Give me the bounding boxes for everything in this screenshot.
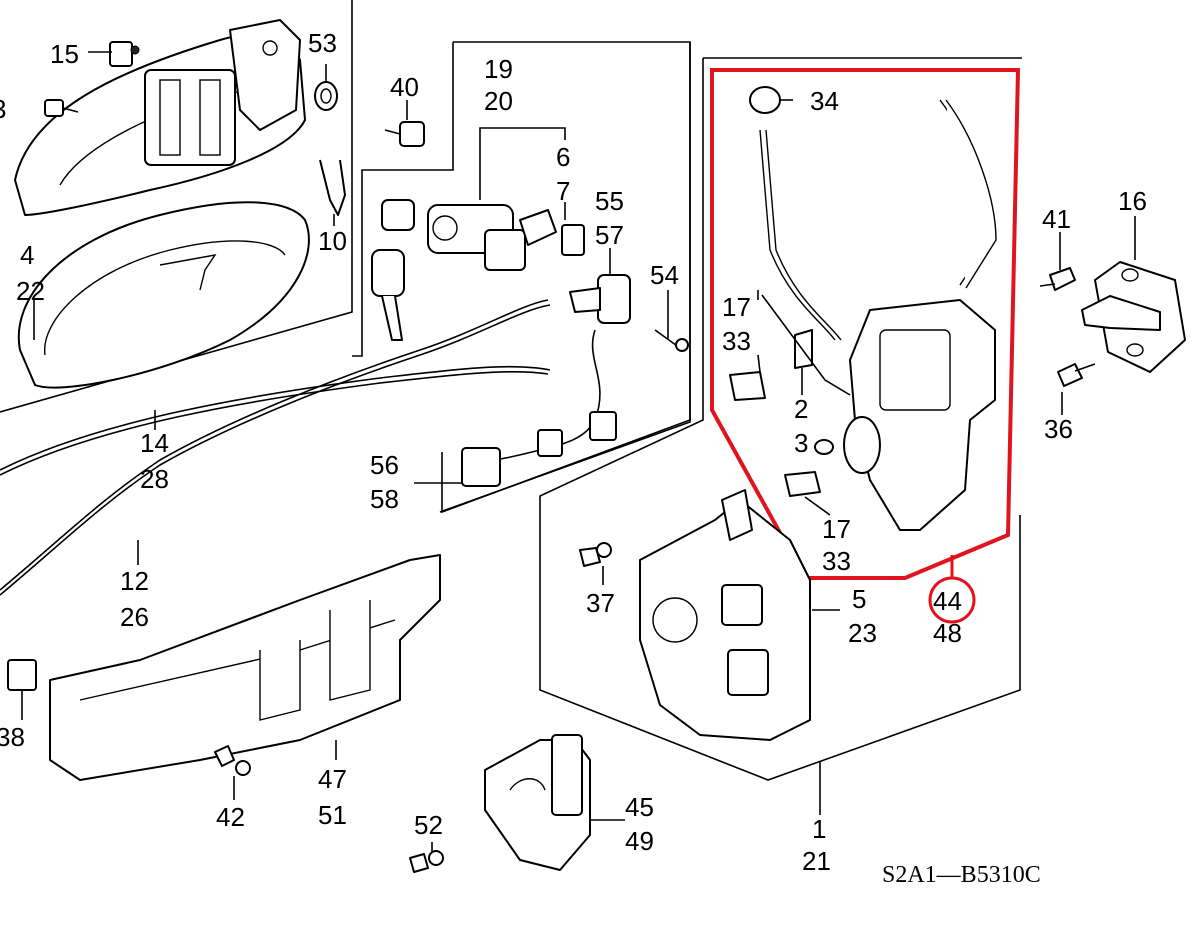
door-lock-actuator — [639, 489, 811, 741]
label-20: 20 — [484, 86, 513, 116]
latch-assembly-frame — [539, 58, 1021, 781]
label-15: 15 — [50, 39, 79, 69]
label-26: 26 — [120, 602, 149, 632]
label-7: 7 — [556, 176, 570, 206]
diagram-code: S2A1—B5310C — [882, 862, 1041, 888]
label-19: 19 — [484, 54, 513, 84]
label-51: 51 — [318, 800, 347, 830]
control-rods — [0, 299, 551, 596]
label-12: 12 — [120, 566, 149, 596]
label-10: 10 — [318, 226, 347, 256]
label-16: 16 — [1118, 186, 1147, 216]
label-22: 22 — [16, 276, 45, 306]
label-2: 2 — [794, 394, 808, 424]
label-28: 28 — [140, 464, 169, 494]
label-58: 58 — [370, 484, 399, 514]
label-17-upper: 17 — [722, 292, 751, 322]
label-37: 37 — [586, 588, 615, 618]
label-40: 40 — [390, 72, 419, 102]
label-53: 53 — [308, 28, 337, 58]
label-34: 34 — [810, 86, 839, 116]
label-5: 5 — [852, 584, 866, 614]
label-55: 55 — [595, 186, 624, 216]
label-1: 1 — [812, 814, 826, 844]
door-striker — [1039, 261, 1186, 387]
label-3-top: 3 — [0, 94, 6, 124]
label-49: 49 — [625, 826, 654, 856]
label-38: 38 — [0, 722, 25, 752]
label-42: 42 — [216, 802, 245, 832]
lower-parts — [214, 542, 612, 873]
label-54: 54 — [650, 260, 679, 290]
label-36: 36 — [1044, 414, 1073, 444]
highlight-outline — [710, 68, 1021, 580]
label-23: 23 — [848, 618, 877, 648]
wire-harness — [461, 274, 689, 487]
leader-lines — [21, 51, 1136, 852]
label-4: 4 — [20, 240, 34, 270]
label-47: 47 — [318, 764, 347, 794]
fasteners-top-left — [44, 41, 346, 216]
label-21: 21 — [802, 846, 831, 876]
inner-handle — [7, 554, 441, 781]
label-44: 44 — [933, 586, 962, 616]
label-57: 57 — [595, 220, 624, 250]
highlight-circle-44 — [928, 576, 976, 624]
label-3: 3 — [794, 428, 808, 458]
label-41: 41 — [1042, 204, 1071, 234]
label-33-lower: 33 — [822, 546, 851, 576]
outer-door-handle — [14, 19, 310, 389]
label-45: 45 — [625, 792, 654, 822]
lock-cylinder-and-keys — [371, 121, 585, 341]
label-14: 14 — [140, 428, 169, 458]
label-6: 6 — [556, 142, 570, 172]
label-48: 48 — [933, 618, 962, 648]
label-33-upper: 33 — [722, 326, 751, 356]
label-56: 56 — [370, 450, 399, 480]
label-17-lower: 17 — [822, 514, 851, 544]
part-labels: 15 53 3 40 19 20 6 7 55 57 54 34 16 41 3… — [0, 28, 1147, 888]
latch-assembly — [729, 86, 997, 531]
label-52: 52 — [414, 810, 443, 840]
